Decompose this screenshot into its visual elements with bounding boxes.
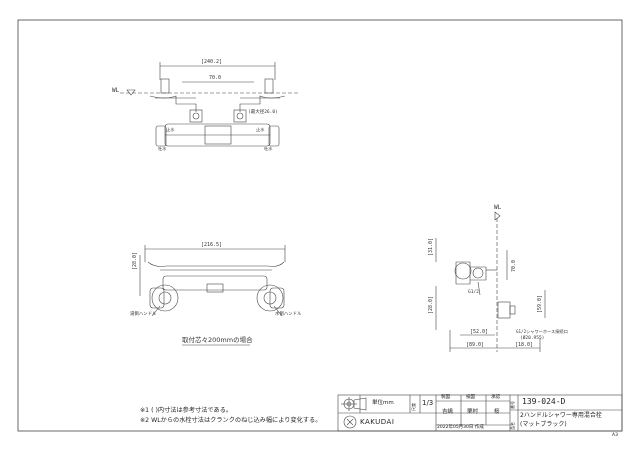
sheet-code: A3 (612, 433, 618, 438)
top-dim-small: (最大径26.0) (248, 110, 278, 115)
side-wl-label: WL (494, 204, 502, 211)
side-dim-right: 70.0 (511, 259, 517, 272)
title-scale-label: 尺度 (411, 403, 416, 411)
front-caption: 取付芯々200mmの場合 (182, 336, 253, 344)
title-scale-value: 1/3 (422, 399, 434, 407)
sheet-frame (17, 19, 623, 432)
top-tag-left-top: 止水 (166, 127, 175, 132)
title-person-3: 桜 (494, 409, 500, 415)
top-view (120, 62, 300, 147)
note-1: ※1 ( )内寸法は参考寸法である。 (140, 407, 233, 414)
side-dim-vertical: [59.0] (537, 294, 543, 313)
title-role-2: 検図 (466, 395, 475, 400)
title-role-3: 承認 (491, 395, 500, 400)
title-role-1: 製図 (441, 395, 450, 400)
title-side-2: 品名 (510, 422, 515, 430)
front-view (139, 245, 286, 346)
top-tag-left-bottom: 吐水 (158, 146, 167, 151)
side-view (435, 211, 546, 352)
title-product-name-1: 2ハンドルシャワー専用混合栓 (520, 412, 602, 419)
front-label-right-handle: 水側ハンドル (275, 312, 302, 317)
front-label-left-handle: 湯側ハンドル (130, 312, 157, 317)
side-dim-thread: G1/2 (468, 290, 479, 295)
top-wl-label: WL (112, 87, 120, 94)
title-person-1: 吉嶋 (442, 409, 454, 415)
title-unit: 単位mm (372, 400, 394, 406)
top-tag-right-bottom: 吐水 (264, 146, 273, 151)
front-dim-height: [28.0] (132, 251, 138, 270)
side-note-connector: G1/2シャワーホース接続口 (516, 329, 568, 334)
title-product-name-2: (マットブラック) (520, 421, 567, 428)
title-product-code: 139-024-D (522, 397, 566, 406)
title-side-1: 番号 (510, 401, 515, 409)
title-person-2: 栗村 (467, 409, 479, 415)
side-dim-top: [31.0] (428, 237, 434, 256)
top-tag-right-top: 止水 (256, 127, 265, 132)
title-brand: KAKUDAI (360, 418, 395, 426)
top-dim-pitch: 70.0 (209, 75, 222, 81)
side-note-offset: (Ø20.955) (520, 336, 545, 341)
top-dim-overall: [240.2] (201, 59, 223, 65)
front-dim-width: [216.5] (201, 242, 223, 248)
title-date: 2022年05月30日 作成 (437, 425, 484, 430)
side-dim-left: [28.0] (428, 295, 434, 314)
note-2: ※2 WLからの水栓寸法はクランクのねじ込み幅により変化する。 (140, 417, 322, 424)
side-dim-outlet: [18.0] (515, 342, 534, 348)
title-block-lines (337, 394, 623, 432)
side-dim-total: [89.0] (466, 342, 485, 348)
side-dim-body: [52.0] (470, 329, 489, 335)
